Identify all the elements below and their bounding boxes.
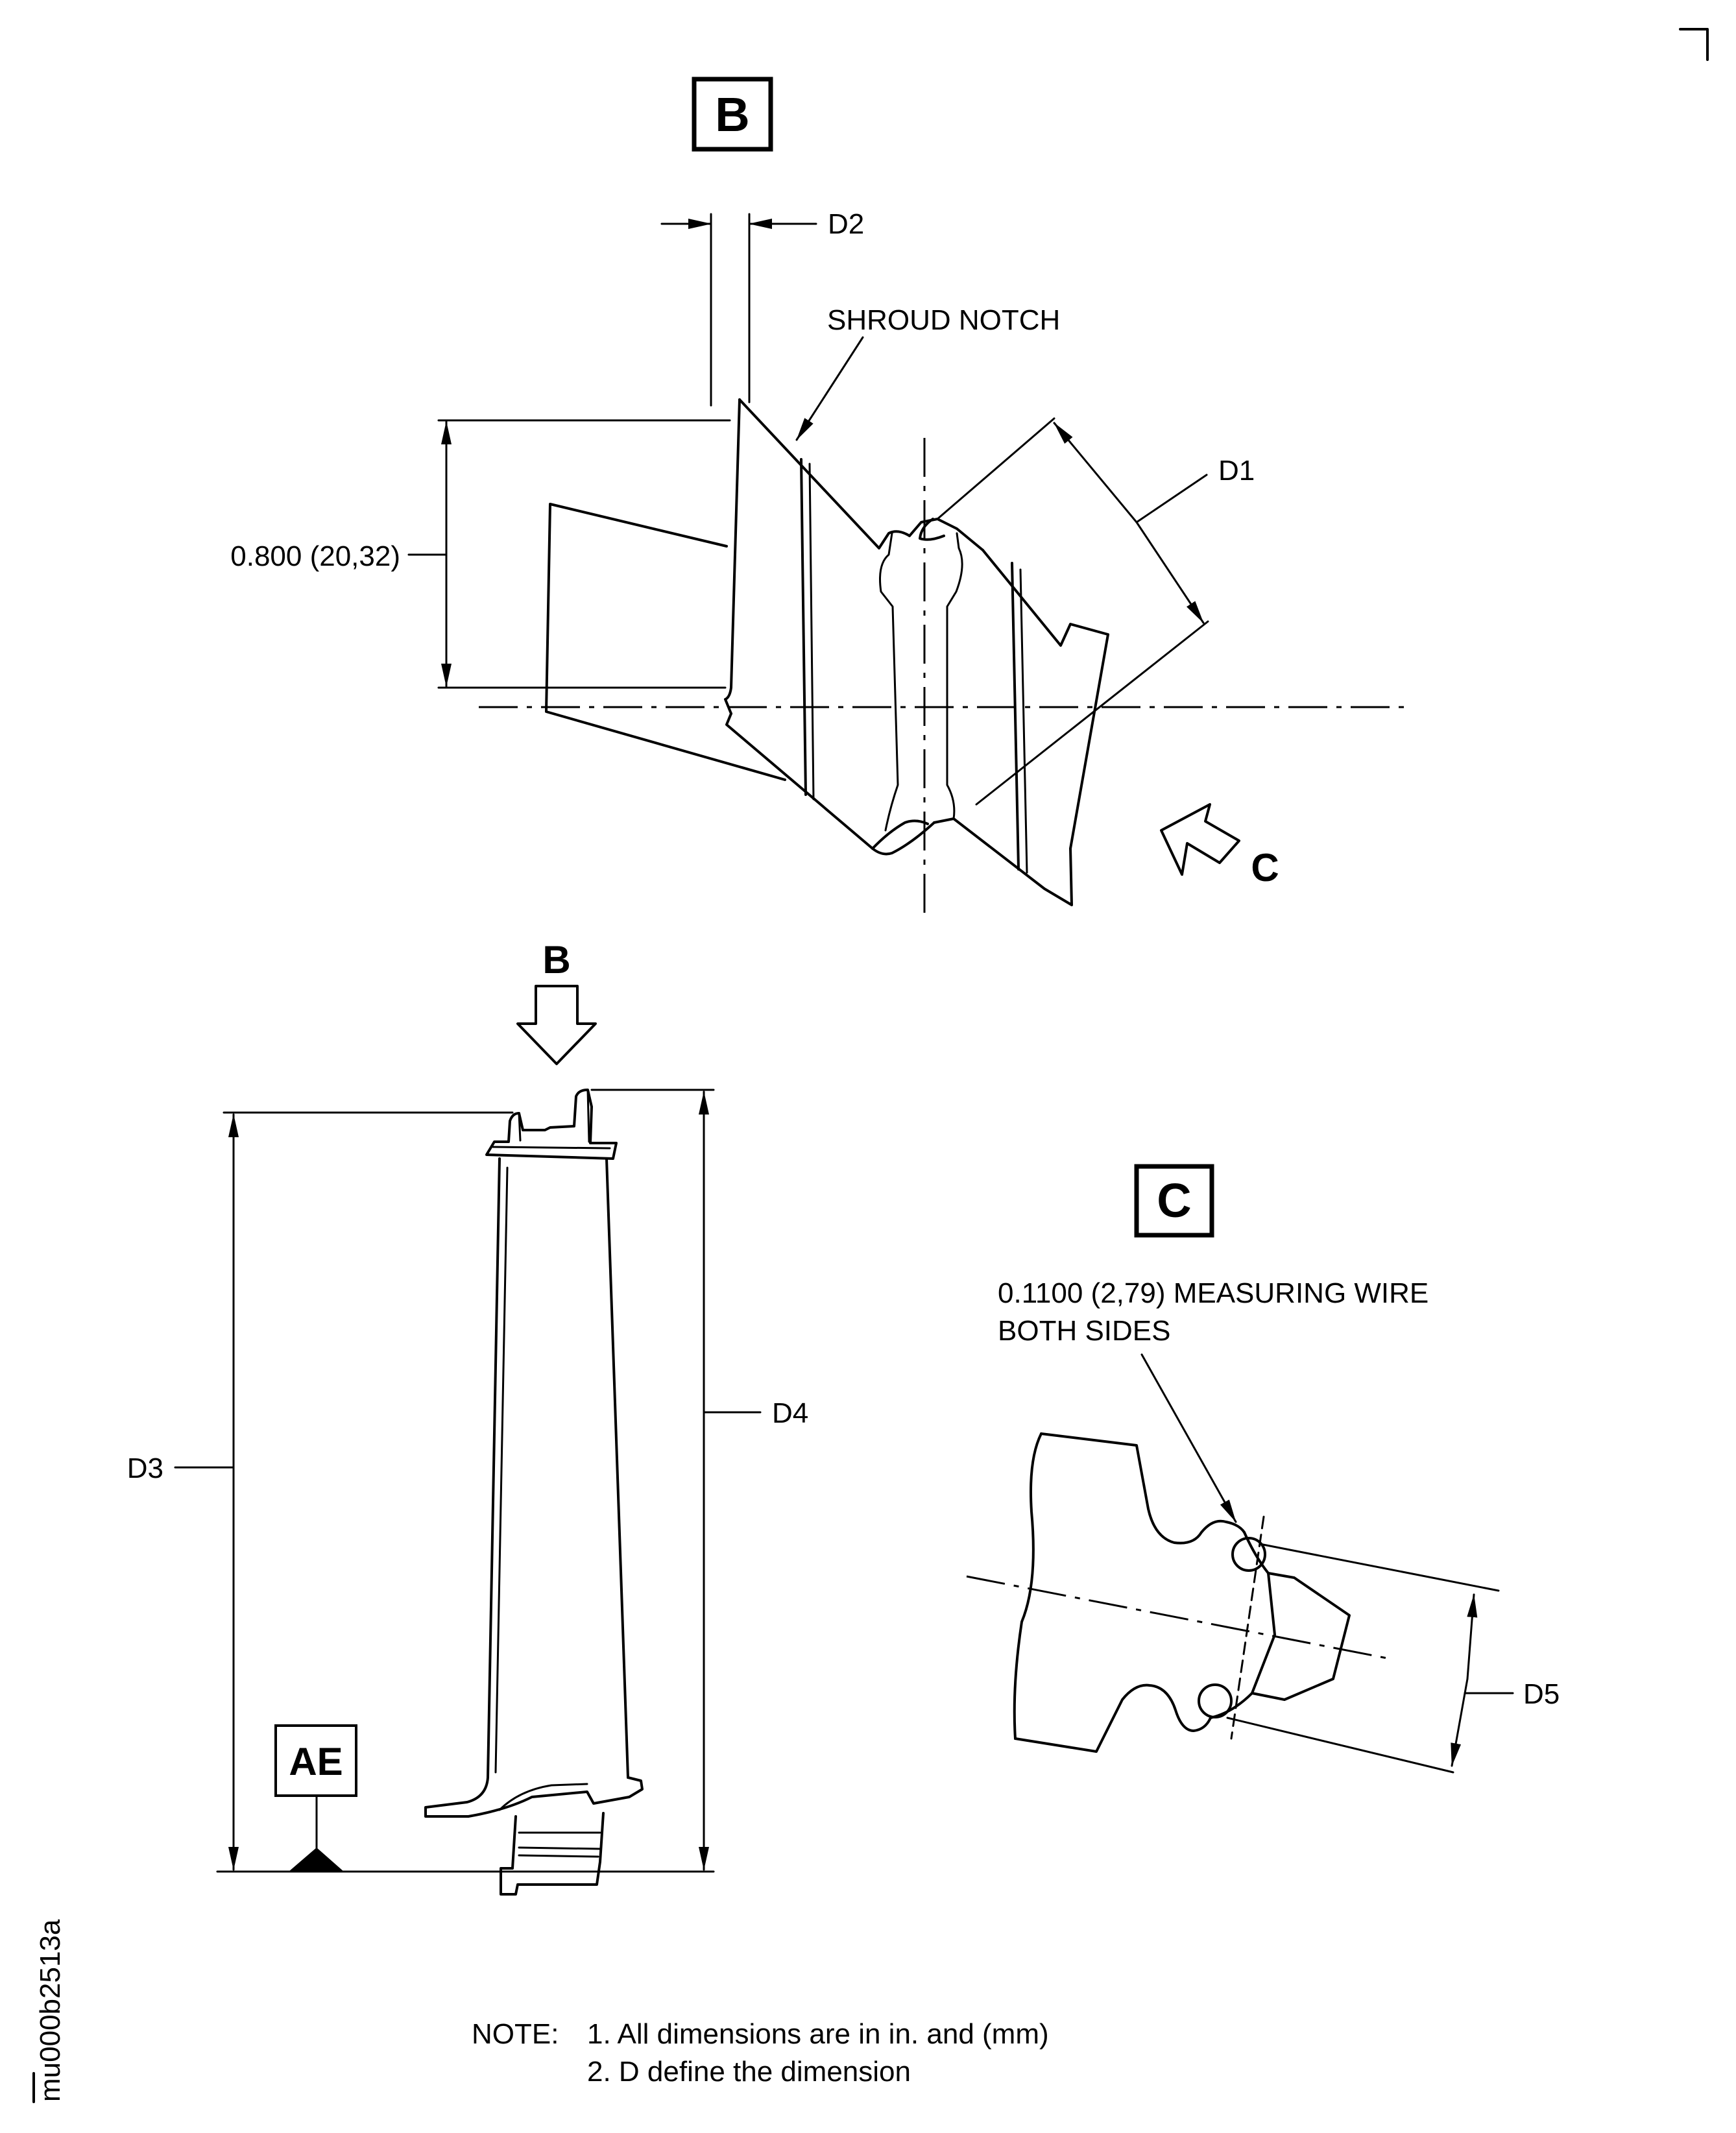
dim-d4-label: D4	[772, 1397, 808, 1429]
callout-shroud-notch: SHROUD NOTCH	[795, 304, 1060, 441]
view-arrow-b: B	[516, 938, 597, 1065]
dim-d4: D4	[590, 1089, 808, 1871]
dim-d3-label: D3	[127, 1452, 163, 1484]
view-b-shroud-outline	[545, 398, 1109, 906]
figure-id: mu000b2513a	[34, 1919, 66, 2102]
view-c-title-box: C	[1134, 1164, 1214, 1238]
view-b-title-box: B	[692, 77, 773, 152]
notes-line2: 2. D define the dimension	[587, 2056, 911, 2088]
figure-id-label: mu000b2513a	[34, 1919, 66, 2102]
view-c-centerlines	[966, 1515, 1394, 1740]
dim-d2: D2	[660, 208, 864, 407]
datum-ae: AE	[216, 1724, 715, 1873]
datum-ae-label: AE	[289, 1740, 343, 1783]
dim-shroud-height: 0.800 (20,32)	[230, 419, 731, 689]
dim-d5-label: D5	[1523, 1678, 1560, 1710]
view-c-label: C	[1157, 1174, 1191, 1227]
dim-d3: D3	[127, 1111, 514, 1871]
dim-d1-label: D1	[1218, 455, 1255, 487]
callout-shroud-notch-label: SHROUD NOTCH	[827, 304, 1060, 336]
dim-d2-label: D2	[828, 208, 864, 240]
view-arrow-c: C	[1160, 803, 1279, 889]
view-arrow-b-label: B	[542, 938, 570, 982]
dim-d1: D1	[936, 417, 1255, 806]
callout-measuring-wire: 0.1100 (2,79) MEASURING WIRE BOTH SIDES	[998, 1277, 1429, 1523]
notes-line1: 1. All dimensions are in in. and (mm)	[587, 2018, 1049, 2050]
corner-mark-top-right	[1679, 28, 1709, 61]
blade-outline	[424, 1089, 644, 1896]
callout-wire-line2: BOTH SIDES	[998, 1315, 1171, 1347]
callout-wire-line1: 0.1100 (2,79) MEASURING WIRE	[998, 1277, 1429, 1309]
notes: NOTE: 1. All dimensions are in in. and (…	[472, 2018, 1049, 2088]
view-c-root-outline	[1013, 1432, 1351, 1753]
view-b-centerlines	[479, 438, 1408, 921]
dim-shroud-height-label: 0.800 (20,32)	[230, 540, 400, 572]
dim-d5: D5	[1226, 1543, 1560, 1774]
view-arrow-c-label: C	[1251, 846, 1279, 889]
view-b-label: B	[715, 88, 749, 141]
notes-heading: NOTE:	[472, 2018, 559, 2050]
